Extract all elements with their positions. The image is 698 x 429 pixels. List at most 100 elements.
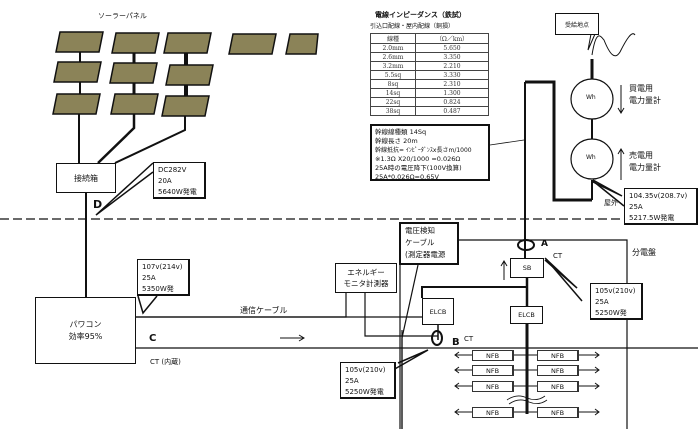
- nfb-breaker: NFB: [537, 381, 579, 392]
- solar-panel: [53, 61, 102, 83]
- point-c-label: C: [149, 333, 157, 344]
- service-point-label: 受給地点: [564, 21, 589, 29]
- ct-internal-label: CT (内蔵): [150, 358, 181, 366]
- elcb-main-box: ELCB: [510, 306, 543, 324]
- cell: 3.2mm: [370, 61, 416, 71]
- solar-panel: [52, 93, 101, 115]
- cell: 3.330: [415, 70, 489, 80]
- callout-voltage: 107v(214v): [142, 263, 183, 271]
- nfb-breaker: NFB: [472, 381, 514, 392]
- cell: 2.210: [415, 61, 489, 71]
- voltage-cable-label-2: ケーブル: [405, 238, 435, 247]
- trunk-note-line: 25A時の電圧降下(100V換算): [375, 164, 462, 172]
- cell: 3.350: [415, 52, 489, 62]
- sell-meter-label-1: 売電用: [629, 151, 653, 160]
- cell: 14sq: [370, 88, 416, 98]
- callout-power: 5350W発: [142, 285, 174, 293]
- nfb-breaker: NFB: [537, 365, 579, 376]
- cell: 2.0mm: [370, 43, 416, 53]
- voltage-cable-label-1: 電圧検知: [405, 226, 435, 235]
- nfb-breaker: NFB: [472, 365, 514, 376]
- a-callout: 105v(210v) 25A 5250W発: [590, 283, 643, 320]
- cell: 22sq: [370, 97, 416, 107]
- solar-panel: [111, 32, 160, 54]
- point-a-label: A: [541, 239, 548, 249]
- solar-panel: [110, 93, 159, 115]
- meter-callout: 104.35v(208.7v) 25A 5217.5W発電: [624, 188, 698, 225]
- voltage-sense-cable-box: 電圧検知 ケーブル (測定器電源: [399, 222, 459, 265]
- buy-meter-symbol: Wh: [586, 94, 596, 101]
- callout-current: 25A: [142, 274, 156, 282]
- sb-label: SB: [522, 264, 532, 272]
- table-header-row: 線種 （Ω／km）: [370, 33, 489, 44]
- junction-box: 接続箱: [56, 163, 116, 193]
- cell: 5.5sq: [370, 70, 416, 80]
- solar-panel: [161, 95, 210, 117]
- impedance-subtitle: 引込口配線・屋内配線（銅損）: [370, 23, 455, 30]
- elcb-label: ELCB: [518, 311, 535, 319]
- trunk-note-line: 幹線抵抗= ｲﾝﾋﾟｰﾀﾞﾝｽx長さm/1000: [375, 147, 472, 154]
- cell: 1.300: [415, 88, 489, 98]
- point-b-label: B: [452, 337, 460, 348]
- callout-current: 25A: [629, 203, 643, 211]
- pcs-label: パワコン: [69, 319, 102, 329]
- trunk-note-line: ※1.3Ω X20/1000 =0.026Ω: [375, 155, 461, 163]
- nfb-breaker: NFB: [537, 407, 579, 418]
- buy-meter-label-2: 電力量計: [629, 96, 661, 105]
- callout-voltage: DC282V: [158, 166, 187, 174]
- solar-panel-array: [52, 31, 319, 117]
- callout-power: 5640W発電: [158, 188, 197, 196]
- trunk-note-line: 幹線線種類 14Sq: [375, 128, 427, 136]
- sell-meter-circle: [570, 138, 614, 180]
- cell: 2.310: [415, 79, 489, 89]
- elcb-label: ELCB: [429, 307, 447, 316]
- sell-meter-label-2: 電力量計: [629, 163, 661, 172]
- callout-voltage: 104.35v(208.7v): [629, 192, 688, 200]
- callout-current: 25A: [595, 298, 609, 306]
- pcs-callout: 107v(214v) 25A 5350W発: [137, 259, 190, 296]
- energy-monitor-label-1: エネルギー: [347, 268, 385, 277]
- callout-voltage: 105v(210v): [595, 287, 636, 295]
- cell: 5.650: [415, 43, 489, 53]
- solar-panel: [55, 31, 104, 53]
- pcs-efficiency: 効率95%: [68, 331, 103, 341]
- solar-panel: [165, 64, 214, 86]
- energy-monitor-box: エネルギー モニタ計測器: [335, 263, 397, 293]
- callout-power: 5217.5W発電: [629, 214, 675, 222]
- trunk-note-box: 幹線線種類 14Sq 幹線長さ 20m 幹線抵抗= ｲﾝﾋﾟｰﾀﾞﾝｽx長さm/…: [370, 124, 490, 181]
- point-d-label: D: [93, 198, 103, 211]
- impedance-title: 電線インピーダンス（鉄試）: [375, 11, 466, 19]
- solar-panel: [285, 33, 319, 55]
- header-impedance: （Ω／km）: [415, 33, 489, 44]
- solar-panel: [163, 32, 212, 54]
- nfb-breaker: NFB: [472, 407, 514, 418]
- cell: 0.487: [415, 106, 489, 116]
- buy-meter-label-1: 買電用: [629, 84, 653, 93]
- comm-cable-label: 通信ケーブル: [240, 306, 288, 315]
- trunk-note-line: 幹線長さ 20m: [375, 137, 418, 145]
- panel-label: 分電盤: [632, 248, 656, 257]
- b-callout: 105v(210v) 25A 5250W発電: [340, 362, 396, 399]
- ct-b-label: CT: [464, 335, 474, 343]
- cell: 0.824: [415, 97, 489, 107]
- voltage-cable-label-3: (測定器電源: [405, 250, 446, 259]
- d-callout: DC282V 20A 5640W発電: [153, 162, 206, 199]
- energy-monitor-label-2: モニタ計測器: [343, 279, 389, 288]
- nfb-breaker: NFB: [537, 350, 579, 361]
- solar-panel-label: ソーラーパネル: [98, 12, 147, 20]
- service-point-box: 受給地点: [555, 13, 599, 35]
- sell-meter-symbol: Wh: [586, 154, 596, 161]
- cell: 8sq: [370, 79, 416, 89]
- nfb-breaker: NFB: [472, 350, 514, 361]
- solar-panel: [228, 33, 277, 55]
- power-conditioner-box: パワコン 効率95%: [35, 297, 136, 364]
